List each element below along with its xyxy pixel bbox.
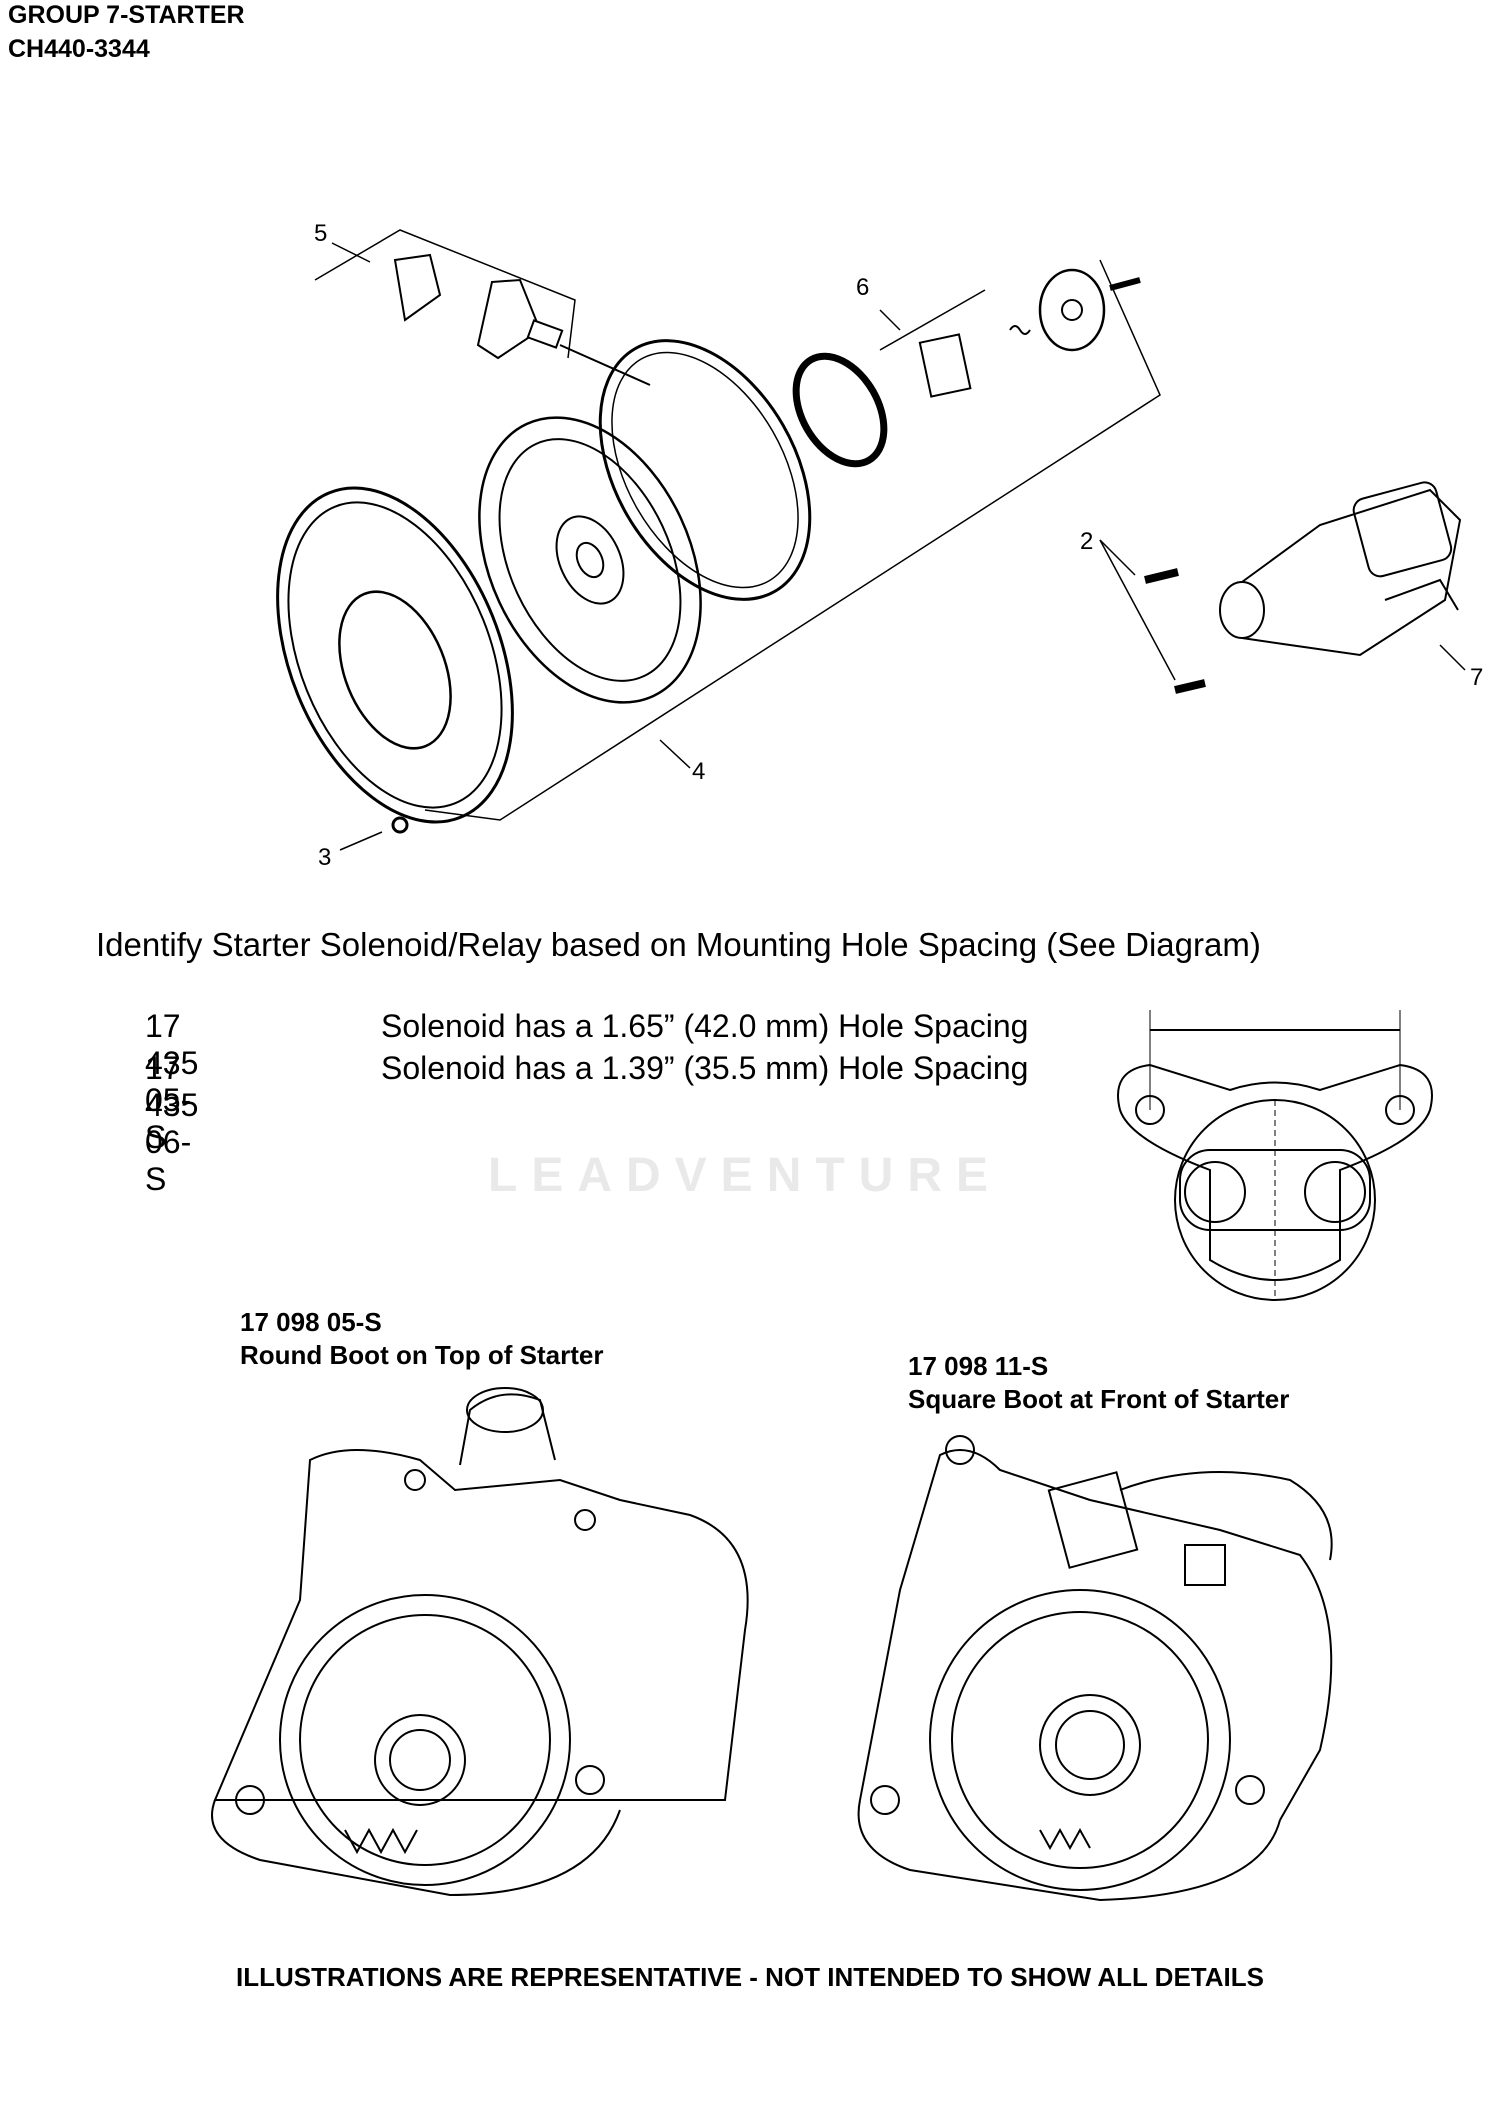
callout-6: 6 — [856, 274, 870, 301]
starter-pulley — [478, 416, 702, 704]
callout-7: 7 — [1470, 664, 1484, 691]
solenoid-identify-title: Identify Starter Solenoid/Relay based on… — [96, 926, 1261, 963]
variant-square-boot: 17 098 11-S Square Boot at Front of Star… — [908, 1350, 1289, 1416]
watermark: LEADVENTURE — [488, 1149, 1003, 1202]
variant-description: Round Boot on Top of Starter — [240, 1340, 604, 1370]
starter-handle-grip — [393, 253, 651, 386]
variant-part-number: 17 098 11-S — [908, 1351, 1049, 1381]
starter-rope-ring — [598, 339, 812, 601]
callout-4: 4 — [692, 758, 706, 785]
electric-starter-motor — [1219, 481, 1462, 657]
solenoid-part-number: 17 435 05-S — [145, 1008, 199, 1155]
recoil-spring — [792, 352, 888, 468]
solenoid-part-number: 17 435 06-S — [145, 1050, 199, 1197]
callout-3: 3 — [318, 844, 332, 871]
solenoid-part-description: Solenoid has a 1.65” (42.0 mm) Hole Spac… — [381, 1008, 1029, 1044]
starter-pawl — [918, 333, 972, 398]
starter-square-boot-illustration — [857, 1435, 1333, 1902]
variant-round-boot: 17 098 05-S Round Boot on Top of Starter — [240, 1306, 603, 1372]
disclaimer-footer: ILLUSTRATIONS ARE REPRESENTATIVE - NOT I… — [236, 1962, 1264, 1992]
starter-round-boot-illustration — [211, 1387, 749, 1897]
mounting-bolt — [1144, 568, 1179, 584]
solenoid-part-description: Solenoid has a 1.39” (35.5 mm) Hole Spac… — [381, 1050, 1029, 1086]
assembly-outline — [424, 259, 1161, 821]
solenoid-hole-spacing-diagram — [1117, 1010, 1433, 1301]
variant-part-number: 17 098 05-S — [240, 1307, 382, 1337]
model-number: CH440-3344 — [8, 35, 150, 63]
starter-housing — [276, 486, 514, 824]
pawl-retainer — [1038, 268, 1106, 352]
callout-2: 2 — [1080, 528, 1094, 555]
callout-5: 5 — [314, 220, 328, 247]
group-title: GROUP 7-STARTER — [8, 1, 245, 29]
variant-description: Square Boot at Front of Starter — [908, 1384, 1290, 1414]
